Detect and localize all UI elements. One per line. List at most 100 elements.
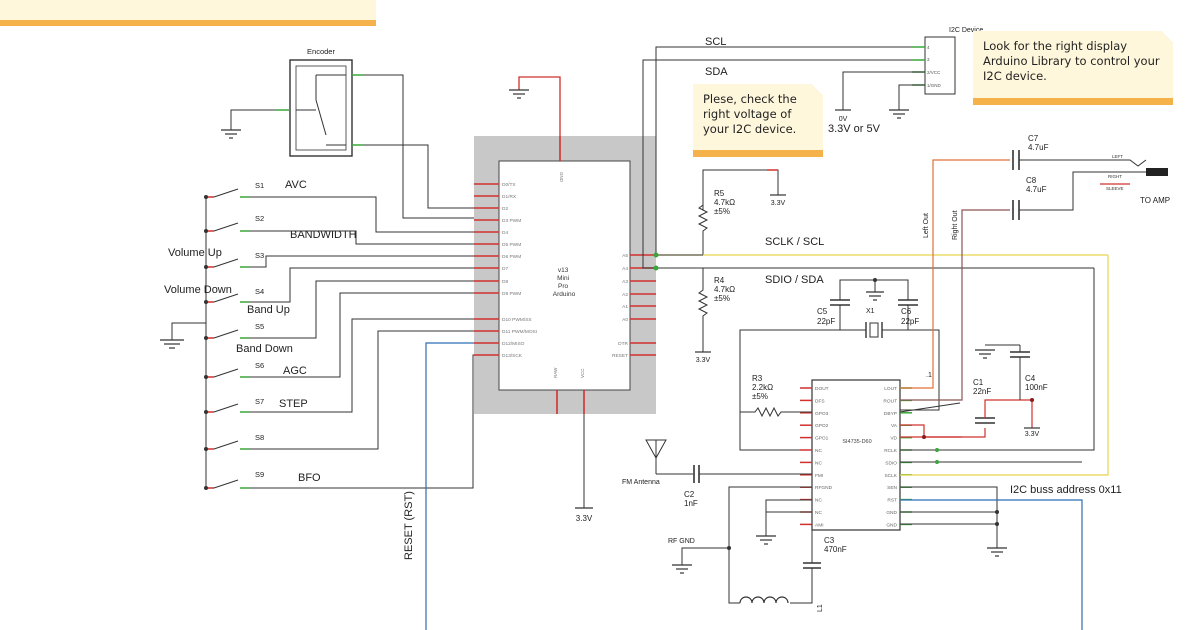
si4735-right-pin-label: RST (887, 498, 897, 504)
switch-name: S4 (255, 287, 264, 296)
switch-gnd-wire (171, 322, 206, 340)
reset-wire (425, 342, 474, 630)
note-fold-corner (1161, 31, 1173, 43)
left-out-wire (900, 159, 1010, 389)
arduino-left-pin-label: D4 (502, 230, 508, 236)
switch-name: S6 (255, 361, 264, 370)
r4-tol: ±5% (714, 294, 730, 303)
switch-label-bandwidth: BANDWIDTH (290, 229, 357, 241)
c2-name: C2 (684, 490, 695, 499)
wire-s1 (250, 196, 474, 233)
c6-value: 22pF (901, 317, 919, 326)
c2-value: 1nF (684, 499, 698, 508)
encoder-wire-b (352, 144, 474, 209)
switch-junction (204, 447, 208, 451)
sen-wire (900, 486, 998, 548)
i2c-pin-3: 3 (927, 57, 930, 62)
c6-name: C6 (901, 307, 912, 316)
switch-junction (204, 410, 208, 414)
switch-label-avc: AVC (285, 179, 307, 191)
note-library-text: Look for the right display Arduino Libra… (983, 39, 1160, 83)
i2c-pin-4: 4 (927, 45, 930, 50)
si4735-left-pin-label: GPO2 (815, 423, 829, 429)
switch-name: S1 (255, 181, 264, 190)
si4735-left-pin-label: NC (815, 498, 822, 504)
si4735-left-pin-label: DOUT (815, 386, 829, 392)
arduino-left-pin-label: D13/SCK (502, 353, 523, 359)
i2c-device (924, 36, 956, 95)
wire-s3 (250, 255, 474, 268)
encoder (289, 59, 353, 157)
va-vd-junction (922, 435, 926, 439)
c4-junction (1030, 398, 1034, 402)
si4735-left-pin-label: AMI (815, 522, 824, 528)
si4735-right-pin-label: VD (890, 436, 897, 442)
switch-name: S9 (255, 470, 264, 479)
i2c-bus-address-label: I2C buss address 0x11 (1010, 484, 1122, 496)
ground-symbol (866, 280, 884, 301)
i2c-voltage-label: 3.3V or 5V (828, 123, 881, 135)
si4735-left-pin-label: GPO3 (815, 411, 829, 417)
arduino-title: v13 Mini Pro Arduino (553, 267, 576, 298)
switch-junction (204, 229, 208, 233)
r4-name: R4 (714, 276, 725, 285)
si4735-right-pin-label: SCLK (884, 473, 897, 479)
ground-symbol (509, 89, 529, 99)
sda-label: SDA (705, 66, 728, 78)
arduino-right-pin-label: A1 (622, 304, 628, 310)
c5-capacitor (830, 299, 850, 306)
right-out-label: Right Out (952, 210, 959, 240)
c1-33v-label: 3.3V (1025, 431, 1040, 438)
left-out-label: Left Out (923, 213, 930, 238)
switch-junction (204, 375, 208, 379)
switch-name: S5 (255, 322, 264, 331)
arduino-vcc-pin-label: VCC (580, 368, 585, 378)
arduino-title-line-1: v13 (558, 267, 569, 274)
jack-right-label: RIGHT (1108, 174, 1122, 179)
rclk-bus-wire (900, 268, 1095, 451)
arduino-left-pin-label: D3 PWM (502, 218, 521, 224)
vcc-33v-label: 3.3V (576, 514, 593, 523)
to-amp-label: TO AMP (1140, 196, 1170, 205)
c1-top-wire (984, 399, 1033, 428)
c5-value: 22pF (817, 317, 835, 326)
r3-tol: ±5% (752, 392, 768, 401)
r3-value: 2.2kΩ (752, 383, 773, 392)
right-out-wire (900, 209, 1010, 401)
si4735-chip (811, 379, 901, 531)
c3-l1-wire (790, 568, 813, 604)
c3-value: 470nF (824, 545, 847, 554)
sdio-sda-label: SDIO / SDA (765, 274, 824, 286)
c1-value: 22nF (973, 387, 991, 396)
c4-value: 100nF (1025, 383, 1048, 392)
switch-label-volume-down: Volume Down (164, 284, 232, 296)
switch-junction (204, 486, 208, 490)
rst-wire (900, 499, 1083, 630)
crystal-rclk-wire (900, 329, 940, 411)
sdio-junction (653, 265, 659, 271)
arduino-left-pin-label: D0/TX (502, 182, 516, 188)
c8-capacitor (1012, 200, 1020, 220)
si4735-left-pin-label: GPO1 (815, 436, 829, 442)
wire-s4 (250, 267, 474, 303)
rclk-junction (935, 448, 939, 452)
switch-label-bfo: BFO (298, 472, 321, 484)
c4-name: C4 (1025, 374, 1036, 383)
gnd-junction-2 (995, 522, 999, 526)
c8-out-wire (1019, 171, 1100, 211)
si4735-right-pin-label: LOUT (884, 386, 897, 392)
si4735-right-pin-label: GND (886, 510, 897, 516)
ground-symbol (889, 109, 909, 119)
arduino-board: v13 Mini Pro Arduino GND RAW VCC D0/TXD1… (474, 136, 656, 414)
wire-s7 (250, 318, 474, 413)
c4-capacitor (1010, 351, 1030, 358)
switch-contact (213, 368, 239, 378)
i2c-vcc-wire (842, 71, 925, 110)
sda-wire (642, 59, 925, 269)
top-note-fragment (0, 0, 376, 20)
arduino-left-pin-label: D8 (502, 279, 508, 285)
rf-gnd-label: RF GND (668, 538, 695, 545)
si4735-left-pin-label: NC (815, 460, 822, 466)
